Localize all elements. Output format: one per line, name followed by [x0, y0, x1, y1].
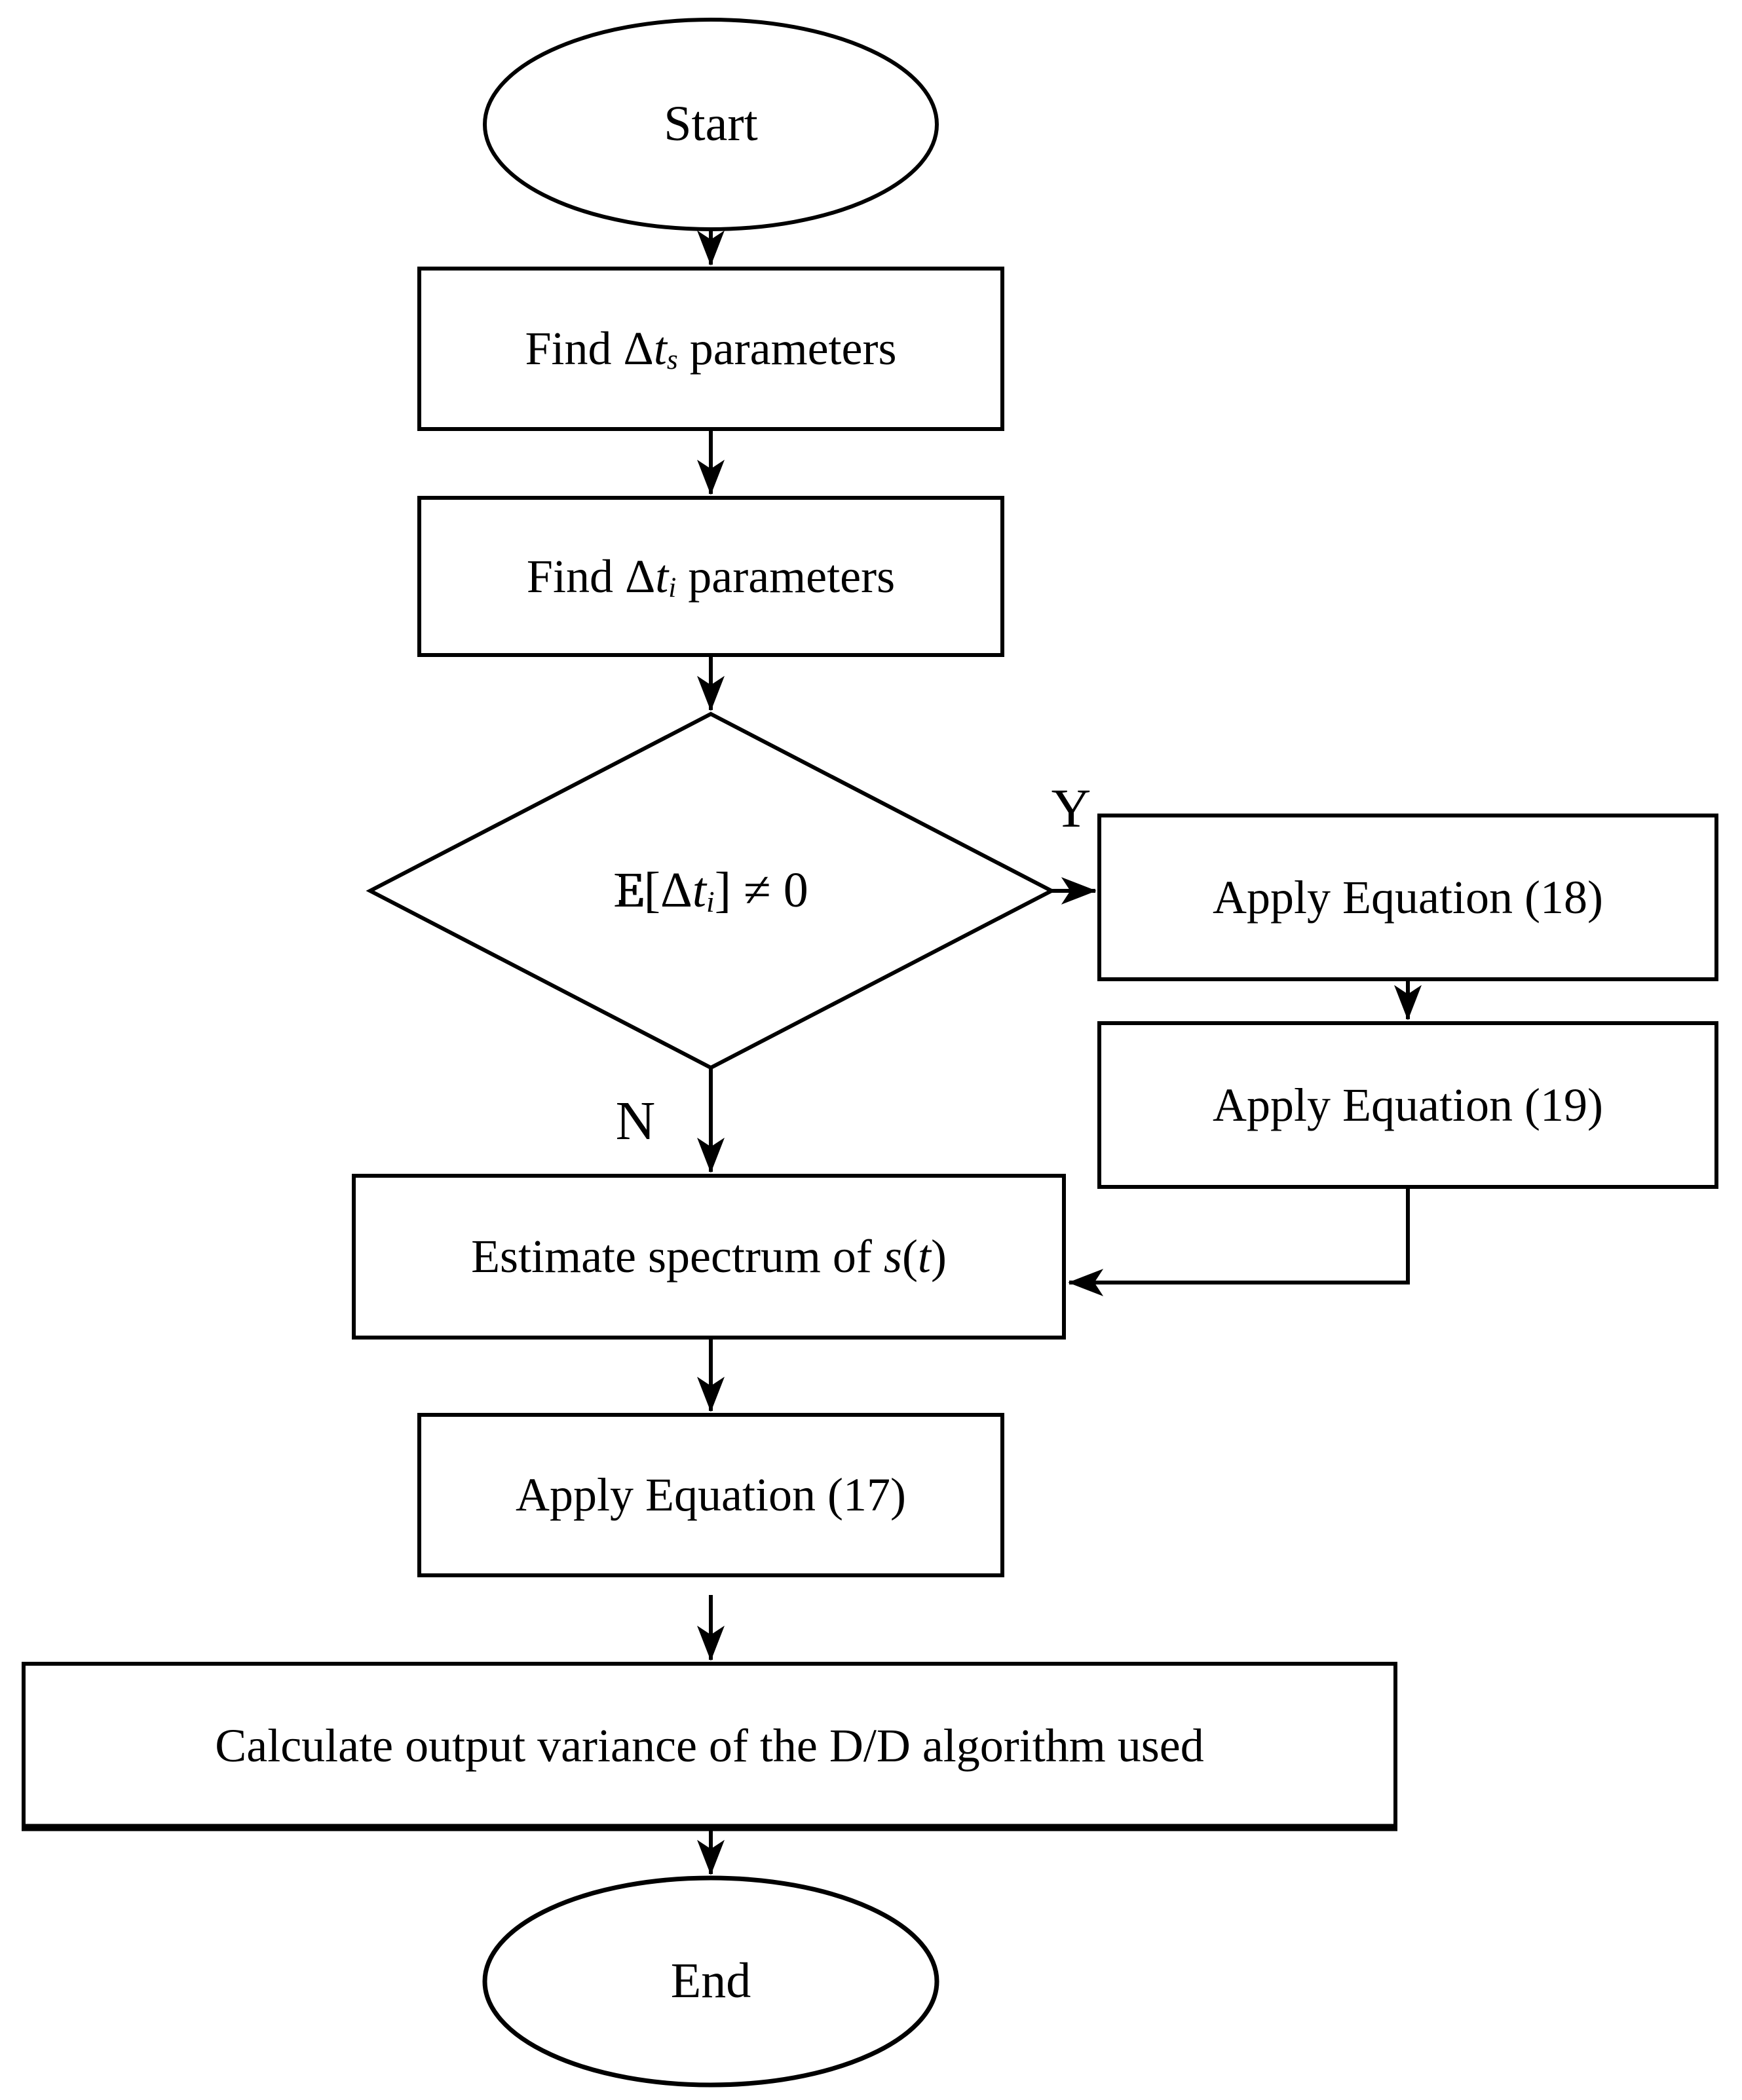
- process-box-find-ti: [417, 496, 1004, 657]
- estimate-spectrum-label: Estimate spectrum of s(t): [471, 1230, 947, 1283]
- apply-eq-17-label: Apply Equation (17): [516, 1469, 906, 1522]
- calc-variance-label: Calculate output variance of the D/D alg…: [215, 1719, 1204, 1772]
- apply-eq-18-label: Apply Equation (18): [1213, 871, 1603, 924]
- decision-no-edge-label: N: [615, 1091, 656, 1152]
- start-label: Start: [664, 96, 758, 152]
- process-box-apply-eq-17: [417, 1413, 1004, 1577]
- decision-yes-edge-label: Y: [1051, 778, 1091, 839]
- end-terminator-shape: [482, 1875, 939, 2088]
- process-box-apply-eq-19: [1097, 1021, 1718, 1189]
- edge-apply19-to-estimate-arrow: [1068, 1187, 1410, 1296]
- process-box-estimate-spectrum: [352, 1174, 1066, 1340]
- process-box-apply-eq-18: [1097, 814, 1718, 981]
- process-box-find-ts: [417, 267, 1004, 431]
- decision-diamond-shape: [366, 711, 1056, 1070]
- find-ti-label: Find Δti parameters: [526, 550, 896, 603]
- end-label: End: [670, 1953, 751, 2009]
- find-ts-label: Find Δts parameters: [525, 322, 897, 376]
- apply-eq-19-label: Apply Equation (19): [1213, 1078, 1603, 1131]
- decision-label: E[Δti] ≠ 0: [613, 863, 808, 919]
- start-terminator-shape: [483, 18, 939, 231]
